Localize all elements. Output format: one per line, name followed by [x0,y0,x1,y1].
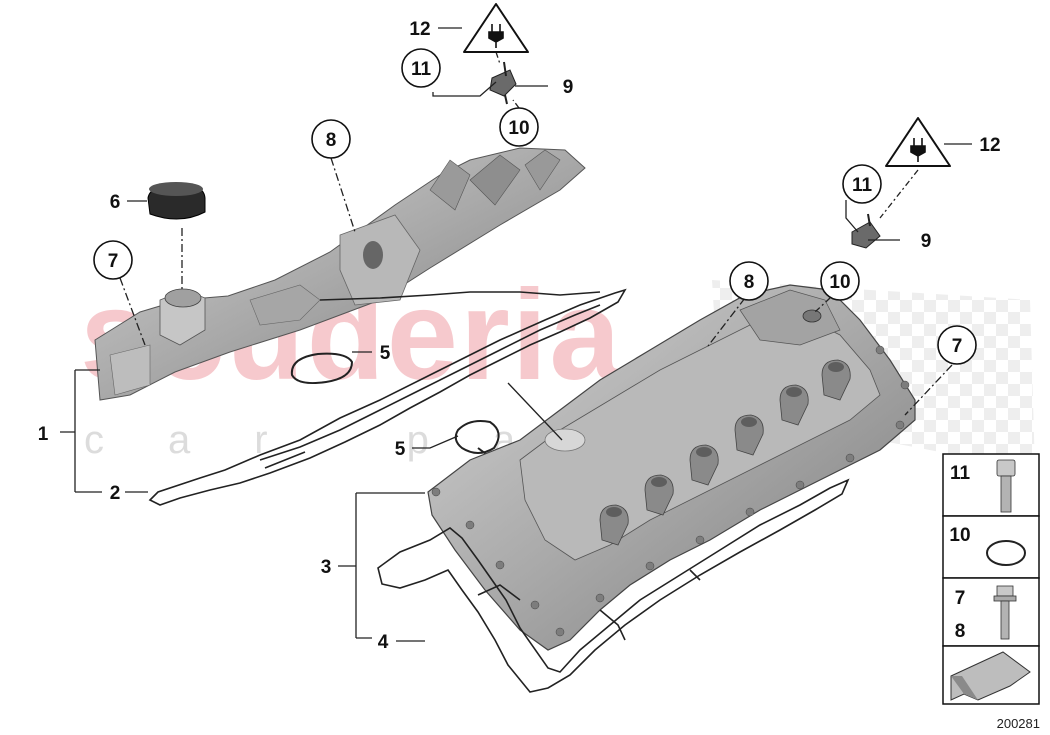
sensor-top [489,61,517,105]
callout-12-top: 12 [409,19,430,40]
callout-8-right: 8 [744,272,755,293]
cylinder-head-cover-right [427,284,916,651]
legend-label-11: 11 [950,463,971,484]
callout-5-upper: 5 [380,343,391,364]
gasket-left [148,288,627,506]
callout-11-right: 11 [852,175,873,196]
o-ring-icon [986,540,1026,566]
legend-label-8: 8 [955,621,966,642]
oil-filler-cap [147,182,206,220]
gasket-right [377,478,850,693]
flange-bolt-icon [993,585,1017,640]
cylinder-head-cover-left [94,147,586,401]
electrical-note-icon-right [885,117,951,167]
socket-bolt-icon [996,459,1016,513]
callout-1: 1 [38,424,49,445]
callout-5-lower: 5 [395,439,406,460]
arrow-icon [950,651,1031,701]
callout-2: 2 [110,483,121,504]
seal-ring-lower [454,420,500,455]
callout-3: 3 [321,557,332,578]
callout-9-top: 9 [563,77,574,98]
callout-7-right: 7 [952,336,963,357]
leader-lines [60,27,972,642]
callout-11-top: 11 [411,59,432,80]
callout-9-right: 9 [921,231,932,252]
fastener-legend [942,453,1040,705]
sensor-right [851,213,881,249]
diagram-reference-number: 200281 [996,716,1040,731]
callout-4: 4 [378,632,389,653]
legend-label-7: 7 [955,588,966,609]
legend-label-10: 10 [949,525,970,546]
callout-8-left: 8 [326,130,337,151]
callout-10-top: 10 [508,118,529,139]
callout-10-right: 10 [829,272,850,293]
callout-7-left: 7 [108,251,119,272]
seal-ring-upper [290,352,354,385]
callout-12-right: 12 [979,135,1000,156]
electrical-note-icon-top [463,3,529,53]
callout-6: 6 [110,192,121,213]
callout-circles [93,48,977,365]
